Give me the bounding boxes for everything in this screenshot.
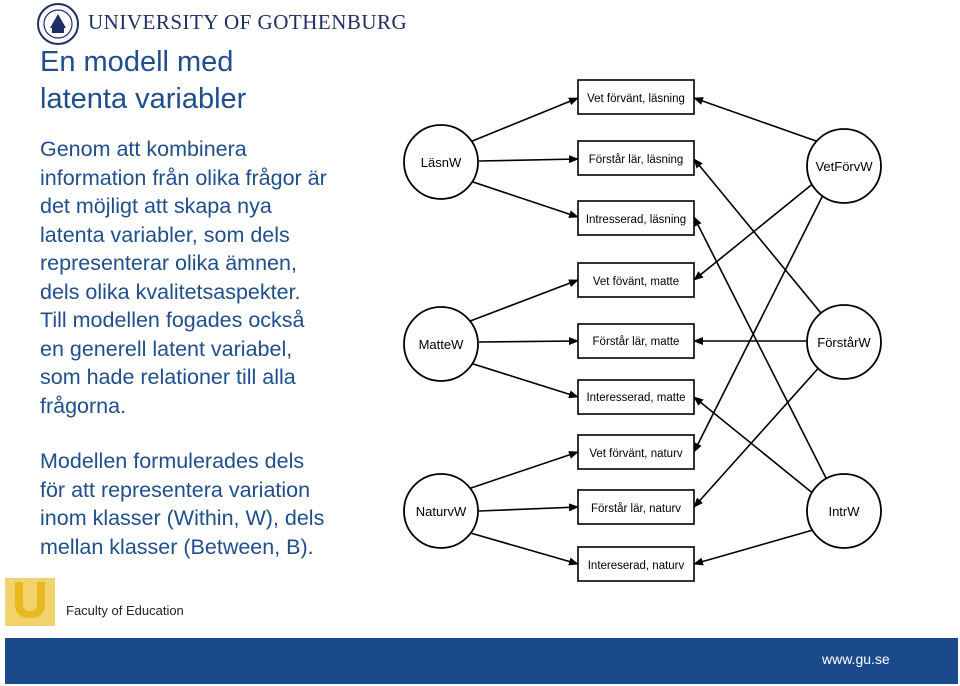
latent-label: FörstårW [817, 335, 871, 350]
latent-variable-model-diagram: LäsnW MatteW NaturvW VetFörvW FörstårW I… [403, 79, 882, 582]
path-naturvw-ind8 [466, 531, 579, 566]
university-u-logo [5, 578, 55, 626]
path-intrw-ind2 [693, 216, 830, 485]
paragraph-1: Genom att kombinera information från oli… [40, 135, 380, 420]
latent-forstarw: FörstårW [806, 304, 882, 380]
indicator-label: Intereserad, naturv [588, 560, 685, 572]
indicator-box: Intereserad, naturv [577, 546, 695, 582]
indicator-label: Förstår lär, naturv [591, 503, 681, 515]
text-line: frågorna. [40, 393, 127, 418]
indicator-box: Intresserad, läsning [577, 200, 695, 236]
text-line: som hade relationer till alla [40, 365, 296, 389]
indicator-box: Förstår lär, läsning [577, 140, 695, 176]
path-naturvw-ind6 [464, 451, 579, 491]
path-mattew-ind5 [466, 361, 579, 399]
path-vetforvw-ind6 [693, 194, 824, 453]
path-lasnw-ind1 [478, 155, 579, 164]
path-lasnw-ind2 [466, 179, 579, 218]
text-line: information från olika frågor är [40, 165, 327, 190]
path-vetforvw-ind3 [693, 181, 816, 281]
latent-label: NaturvW [416, 504, 467, 519]
text-line: Genom att kombinera [40, 137, 247, 161]
slide-title: En modell med latenta variabler [40, 44, 380, 118]
text-line: Till modellen fogades också [40, 308, 305, 332]
indicator-box: Förstår lär, naturv [577, 489, 695, 525]
faculty-name: Faculty of Education [66, 603, 184, 618]
latent-label: MatteW [419, 337, 465, 352]
path-mattew-ind4 [478, 337, 579, 346]
paths [464, 97, 830, 566]
latent-vetforvw: VetFörvW [806, 128, 882, 204]
path-intrw-ind5 [693, 396, 816, 496]
indicator-box: Vet förvänt, naturv [577, 434, 695, 470]
path-intrw-ind8 [693, 529, 814, 566]
indicator-label: Förstår lär, matte [593, 336, 680, 348]
latent-label: VetFörvW [815, 159, 873, 174]
text-line: Modellen formulerades dels [40, 449, 305, 473]
text-line: inom klasser (Within, W), dels [40, 506, 325, 530]
text-line: mellan klasser (Between, B). [40, 534, 314, 559]
indicator-label: Vet förvänt, läsning [587, 93, 685, 105]
path-forstarw-ind7 [693, 362, 824, 508]
text-line: en generell latent variabel, [40, 336, 293, 361]
university-name: UNIVERSITY OF GOTHENBURG [88, 10, 408, 34]
latent-lasnw: LäsnW [403, 124, 479, 200]
path-naturvw-ind7 [478, 503, 579, 512]
path-mattew-ind3 [464, 279, 579, 324]
text-line: dels olika kvalitetsaspekter. [40, 279, 301, 304]
indicator-label: Intresserad, läsning [586, 214, 686, 226]
latent-naturvw: NaturvW [403, 473, 479, 549]
title-line-1: En modell med [40, 46, 234, 78]
university-seal-logo [37, 3, 79, 45]
path-forstarw-ind1 [693, 158, 826, 319]
latent-intrw: IntrW [806, 473, 882, 549]
latent-label: IntrW [828, 504, 860, 519]
paragraph-2: Modellen formulerades dels för att repre… [40, 447, 380, 561]
indicator-box: Vet fövänt, matte [577, 262, 695, 298]
text-line: för att representera variation [40, 477, 311, 502]
path-vetforvw-ind0 [693, 97, 820, 143]
indicator-label: Vet förvänt, naturv [589, 448, 683, 460]
path-lasnw-ind0 [464, 97, 579, 145]
indicator-label: Interesserad, matte [586, 392, 685, 404]
latent-label: LäsnW [421, 155, 462, 170]
text-line: det möjligt att skapa nya [40, 194, 272, 218]
title-line-2: latenta variabler [40, 83, 247, 115]
footer-bar [5, 638, 958, 684]
indicator-label: Förstår lär, läsning [589, 154, 684, 166]
indicator-box: Vet förvänt, läsning [577, 79, 695, 115]
text-line: representerar olika ämnen, [40, 251, 297, 275]
footer-url-link[interactable]: www.gu.se [822, 651, 890, 667]
indicator-box: Förstår lär, matte [577, 323, 695, 359]
indicator-label: Vet fövänt, matte [593, 276, 679, 288]
text-line: latenta variabler, som dels [40, 222, 290, 247]
indicator-box: Interesserad, matte [577, 379, 695, 415]
latent-mattew: MatteW [403, 306, 479, 382]
